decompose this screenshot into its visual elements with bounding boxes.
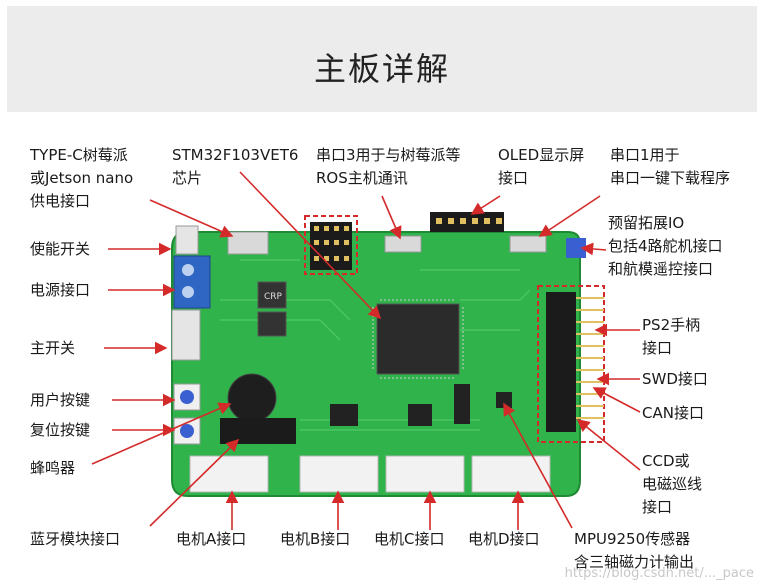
label-motor-a: 电机A接口: [176, 530, 247, 548]
label-uart1: 串口1用于 串口一键下载程序: [610, 146, 731, 187]
motor-c-connector: [385, 455, 465, 493]
header-banner: 主板详解: [7, 6, 757, 112]
power-terminal: [173, 255, 211, 309]
label-uart3: 串口3用于与树莓派等 ROS主机通讯: [316, 146, 461, 187]
silkscreen-crp: CRP: [264, 292, 283, 302]
label-motor-d: 电机D接口: [468, 530, 540, 548]
page-title: 主板详解: [313, 50, 450, 88]
label-can-port: CAN接口: [642, 404, 704, 422]
label-mcu: STM32F103VET6 芯片: [172, 146, 299, 187]
label-reserved-io: 预留拓展IO 包括4路舵机接口 和航模遥控接口: [608, 214, 723, 278]
label-user-key: 用户按键: [30, 391, 91, 409]
motor-a-connector: [189, 455, 269, 493]
label-enable-switch: 使能开关: [30, 240, 91, 258]
buzzer-graphic: [227, 373, 277, 423]
label-main-switch: 主开关: [30, 339, 76, 357]
label-buzzer: 蜂鸣器: [30, 459, 76, 477]
oled-header: [430, 212, 504, 232]
label-ccd-port: CCD或 电磁巡线 接口: [642, 452, 703, 516]
label-mpu-sensor: MPU9250传感器 含三轴磁力计输出: [574, 530, 695, 571]
motor-d-connector: [471, 455, 551, 493]
label-oled-port: OLED显示屏 接口: [498, 146, 585, 187]
mcu-chip: [376, 303, 460, 375]
label-swd-port: SWD接口: [642, 370, 708, 388]
label-power-port: 电源接口: [30, 281, 91, 299]
label-ps2-port: PS2手柄 接口: [642, 316, 701, 357]
label-motor-c: 电机C接口: [374, 530, 445, 548]
label-reset-key: 复位按键: [30, 421, 91, 439]
label-bluetooth-port: 蓝牙模块接口: [30, 530, 121, 548]
watermark: https://blog.csdn.net/..._pace: [564, 566, 754, 581]
label-motor-b: 电机B接口: [280, 530, 351, 548]
label-typec-port: TYPE-C树莓派 或Jetson nano 供电接口: [30, 146, 134, 210]
motor-b-connector: [299, 455, 379, 493]
